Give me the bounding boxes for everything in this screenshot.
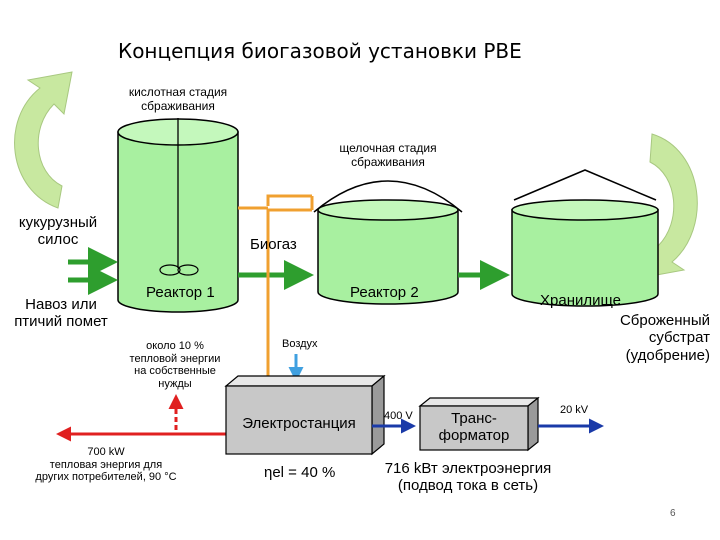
biogas-label: Биогаз [250, 236, 297, 253]
reactor-2-tank [313, 180, 463, 305]
reactor-1-tank [117, 118, 239, 313]
voltage-400-label: 400 V [384, 410, 413, 422]
digestate-label: Сброженный субстрат (удобрение) [619, 312, 710, 364]
power-station-box [224, 374, 386, 456]
power-station-label: Электростанция [242, 414, 356, 432]
biogas-lines [238, 194, 314, 386]
own-needs-label: около 10 % тепловой энергии на собственн… [129, 340, 221, 390]
page-title: Концепция биогазовой установки PBE [118, 39, 522, 63]
transformer-label: Транс- форматор [438, 410, 510, 445]
right-cycle-arrow [639, 133, 698, 279]
corn-silage-label: кукурузный силос [18, 214, 98, 249]
electricity-label: 716 kВт электроэнергия (подвод тока в се… [384, 460, 552, 495]
page-number: 6 [670, 508, 676, 519]
alkaline-stage-label: щелочная стадия сбраживания [339, 141, 437, 169]
voltage-20k-label: 20 kV [560, 404, 589, 416]
left-cycle-arrow [14, 71, 73, 209]
efficiency-label: ηel = 40 % [264, 464, 336, 481]
storage-tank [511, 169, 659, 307]
storage-label: Хранилище [540, 292, 621, 309]
transformer-box [418, 396, 540, 452]
reactor-2-label: Реактор 2 [350, 284, 419, 301]
acid-stage-label: кислотная стадия сбраживания [128, 85, 228, 113]
heat-output-label: 700 kW тепловая энергия для других потре… [35, 446, 177, 484]
manure-label: Навоз или птичий помет [14, 296, 108, 331]
air-label: Воздух [282, 338, 318, 350]
reactor-1-label: Реактор 1 [146, 284, 215, 301]
